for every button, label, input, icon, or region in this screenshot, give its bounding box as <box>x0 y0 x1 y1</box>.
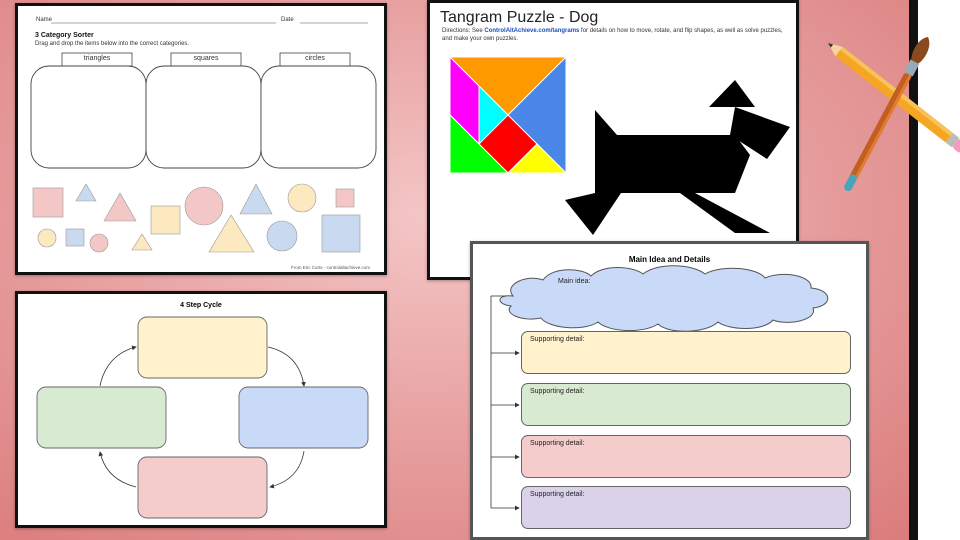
category-label-circles: circles <box>305 55 325 62</box>
supporting-detail-box-2[interactable]: Supporting detail: <box>521 383 851 426</box>
supporting-detail-label: Supporting detail: <box>530 336 585 343</box>
shape-square-yellow <box>150 205 181 235</box>
cycle-step-2 <box>238 386 369 449</box>
dog-silhouette <box>565 80 790 235</box>
shape-triangle-blue <box>75 183 97 202</box>
sorter-title: 3 Category Sorter <box>35 32 94 39</box>
category-label-squares: squares <box>193 55 219 62</box>
shape-square-blue-large <box>321 214 361 253</box>
slide-edge <box>918 0 960 540</box>
pencil-paintbrush-icon <box>828 37 960 192</box>
shape-circle-pink-large <box>184 186 224 226</box>
category-label-triangles: triangles <box>83 55 111 62</box>
shape-square-pink <box>32 187 64 218</box>
tangram-square[interactable] <box>450 57 566 173</box>
vertical-divider <box>909 0 918 540</box>
shape-square-pink-small <box>335 188 355 208</box>
shape-triangle-blue-2 <box>239 183 273 215</box>
tangram-piece-yellow <box>507 143 566 173</box>
cycle-step-4 <box>36 386 167 449</box>
tangram-piece-green <box>450 114 509 173</box>
shape-triangle-pink <box>103 192 137 222</box>
shape-triangle-yellow <box>208 214 255 253</box>
category-sorter-slide[interactable]: Name Date 3 Category Sorter Drag and dro… <box>15 3 387 275</box>
mainidea-connectors <box>490 265 829 511</box>
tangram-slide[interactable]: Tangram Puzzle - Dog Directions: See Con… <box>427 0 799 280</box>
mainidea-title: Main Idea and Details <box>628 255 711 264</box>
shape-circle-yellow-small <box>37 228 57 248</box>
cycle-title: 4 Step Cycle <box>180 302 222 309</box>
shape-circle-blue <box>266 220 298 252</box>
cycle-diagram[interactable] <box>18 294 384 525</box>
supporting-detail-box-3[interactable]: Supporting detail: <box>521 435 851 478</box>
sorter-drawing <box>30 22 377 169</box>
sortable-shapes[interactable] <box>18 6 384 272</box>
supporting-detail-box-1[interactable]: Supporting detail: <box>521 331 851 374</box>
shape-triangle-yellow-small <box>131 233 153 251</box>
cycle-step-3 <box>137 456 268 519</box>
tangram-directions: Directions: See ControlAltAchieve.com/ta… <box>442 28 783 42</box>
tangram-title: Tangram Puzzle - Dog <box>440 9 599 26</box>
supporting-detail-label: Supporting detail: <box>530 388 585 395</box>
main-idea-details-slide[interactable]: Main Idea and Details Main idea: Support… <box>470 241 869 540</box>
supporting-detail-box-4[interactable]: Supporting detail: <box>521 486 851 529</box>
supporting-detail-label: Supporting detail: <box>530 491 585 498</box>
supporting-detail-label: Supporting detail: <box>530 440 585 447</box>
four-step-cycle-slide[interactable]: 4 Step Cycle <box>15 291 387 528</box>
sorter-footer: From Eric Curts - controlaltachieve.com <box>290 265 370 270</box>
date-label: Date <box>281 17 294 23</box>
cycle-step-1 <box>137 316 268 379</box>
shape-circle-yellow <box>287 183 317 213</box>
shape-square-blue-small <box>65 228 85 247</box>
shape-circle-pink-small <box>89 233 109 253</box>
main-idea-cloud <box>499 265 829 332</box>
name-label: Name <box>36 17 53 23</box>
sorter-instructions: Drag and drop the items below into the c… <box>35 41 190 47</box>
tangram-directions-link[interactable]: ControlAltAchieve.com/tangrams <box>484 28 580 34</box>
main-idea-label: Main idea: <box>558 278 591 285</box>
